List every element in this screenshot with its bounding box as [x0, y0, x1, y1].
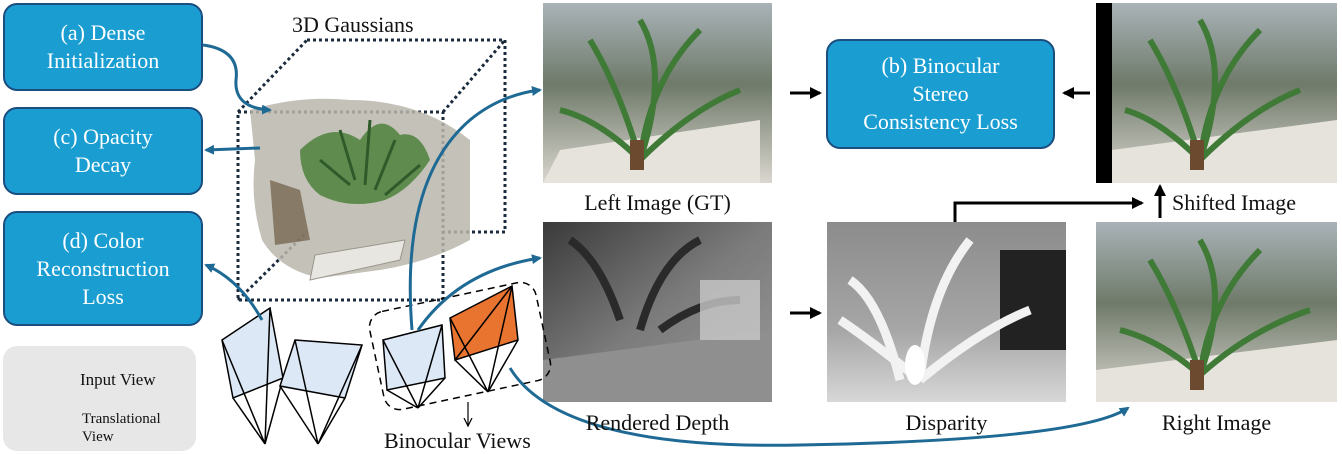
legend-translational-view-label: Translational View: [82, 410, 161, 446]
caption-3d-gaussians: 3D Gaussians: [292, 12, 414, 37]
color-reconstruction-label-line1: (d) Color: [62, 227, 144, 253]
input-view-camera: [221, 306, 284, 445]
disparity-image: [827, 222, 1066, 402]
binocular-views-group-outline: [368, 281, 552, 411]
shifted-image: [1096, 3, 1337, 183]
opacity-decay-label-line1: (c) Opacity: [53, 124, 153, 149]
dense-initialization-label-line1: (a) Dense: [60, 20, 146, 45]
opacity-decay-label-line2: Decay: [74, 152, 132, 177]
rendered-depth-image: [543, 222, 772, 402]
binocular-stereo-loss-box: (b) Binocular Stereo Consistency Loss: [826, 39, 1055, 149]
gaussian-point-cloud: [250, 98, 470, 281]
dense-initialization-box: (a) Dense Initialization: [3, 3, 203, 91]
opacity-decay-box: (c) Opacity Decay: [3, 107, 203, 195]
legend-translational-label-line1: Translational: [82, 411, 161, 427]
caption-right-image: Right Image: [1161, 410, 1272, 435]
flow-arrows-black: [790, 87, 1166, 319]
right-image: [1096, 222, 1337, 402]
legend-panel: [3, 346, 196, 451]
caption-rendered-depth: Rendered Depth: [585, 410, 730, 435]
binocular-loss-label-line1: (b) Binocular: [881, 53, 1000, 78]
left-image: [543, 3, 772, 183]
color-reconstruction-label-line3: Loss: [82, 283, 124, 309]
caption-shifted-image: Shifted Image: [1172, 190, 1297, 215]
caption-binocular-views: Binocular Views: [384, 428, 531, 453]
flow-arrows-blue: [202, 43, 1130, 447]
input-view-camera: [382, 324, 446, 409]
caption-left-image: Left Image (GT): [584, 190, 731, 215]
caption-disparity: Disparity: [905, 410, 988, 435]
color-reconstruction-label-line2: Reconstruction: [36, 255, 170, 281]
color-reconstruction-loss-box: (d) Color Reconstruction Loss: [3, 211, 203, 326]
binocular-loss-label-line2: Stereo: [912, 81, 969, 106]
input-view-camera: [279, 339, 364, 445]
translational-view-camera: [449, 284, 519, 393]
legend-translational-label-line2: View: [82, 429, 114, 445]
legend-input-view-label: Input View: [80, 370, 156, 389]
binocular-loss-label-line3: Consistency Loss: [863, 109, 1018, 134]
dense-initialization-label-line2: Initialization: [46, 48, 160, 73]
